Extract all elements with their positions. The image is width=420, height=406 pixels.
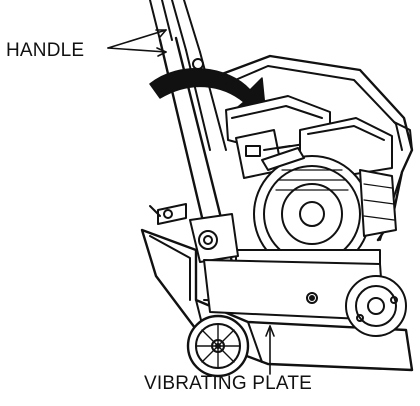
- wheel-icon: [186, 314, 250, 378]
- handle-label: HANDLE: [6, 40, 85, 61]
- handle-pivot: [149, 203, 240, 276]
- vibrating-plate-label: VIBRATING PLATE: [144, 373, 313, 394]
- engine-icon: [225, 95, 397, 273]
- callout-leaders: [107, 29, 275, 375]
